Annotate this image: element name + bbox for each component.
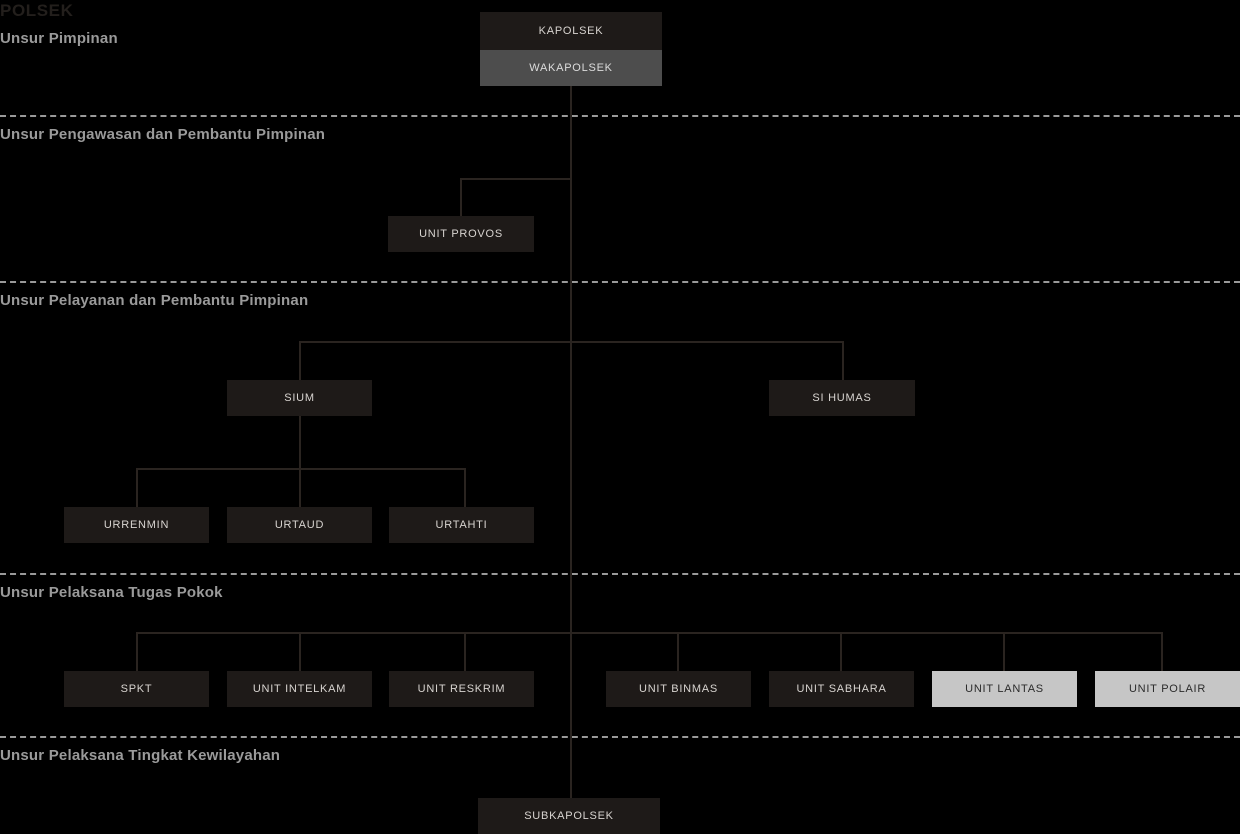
node-unit-sabhara[interactable]: UNIT SABHARA [769, 671, 914, 707]
connector-urtahti-drop [464, 468, 466, 507]
connector-sium-drop [299, 341, 301, 380]
node-si-humas[interactable]: SI HUMAS [769, 380, 915, 416]
connector-ur-bus [136, 468, 466, 470]
connector-urtaud-drop [299, 468, 301, 507]
connector-pelaksana-bus [136, 632, 1163, 634]
connector-binmas-drop [677, 632, 679, 671]
section-divider-4 [0, 736, 1240, 738]
section-divider-3 [0, 573, 1240, 575]
connector-urrenmin-drop [136, 468, 138, 507]
connector-sihumas-drop [842, 341, 844, 380]
node-unit-binmas[interactable]: UNIT BINMAS [606, 671, 751, 707]
connector-intelkam-drop [299, 632, 301, 671]
node-wakapolsek[interactable]: WAKAPOLSEK [480, 50, 662, 86]
node-unit-reskrim[interactable]: UNIT RESKRIM [389, 671, 534, 707]
connector-provos-drop [460, 178, 462, 216]
section-divider-1 [0, 115, 1240, 117]
page-title: POLSEK [0, 1, 74, 20]
connector-lantas-drop [1003, 632, 1005, 671]
connector-sium-humas-bus [299, 341, 844, 343]
connector-provos-horizontal [460, 178, 572, 180]
connector-main-trunk [570, 86, 572, 798]
connector-sabhara-drop [840, 632, 842, 671]
connector-sium-stem [299, 415, 301, 469]
connector-reskrim-drop [464, 632, 466, 671]
node-subkapolsek[interactable]: SUBKAPOLSEK [478, 798, 660, 834]
section-divider-2 [0, 281, 1240, 283]
node-unit-intelkam[interactable]: UNIT INTELKAM [227, 671, 372, 707]
connector-polair-drop [1161, 632, 1163, 671]
section-label-unsur-pelaksana: Unsur Pelaksana Tugas Pokok [0, 584, 223, 601]
node-urtahti[interactable]: URTAHTI [389, 507, 534, 543]
node-unit-provos[interactable]: UNIT PROVOS [388, 216, 534, 252]
node-unit-polair[interactable]: UNIT POLAIR [1095, 671, 1240, 707]
connector-spkt-drop [136, 632, 138, 671]
node-sium[interactable]: SIUM [227, 380, 372, 416]
section-label-unsur-kewilayahan: Unsur Pelaksana Tingkat Kewilayahan [0, 747, 281, 764]
section-label-unsur-pengawasan: Unsur Pengawasan dan Pembantu Pimpinan [0, 126, 326, 143]
node-unit-lantas[interactable]: UNIT LANTAS [932, 671, 1077, 707]
section-label-unsur-pimpinan: Unsur Pimpinan [0, 30, 118, 47]
node-kapolsek[interactable]: KAPOLSEK [480, 12, 662, 50]
node-urtaud[interactable]: URTAUD [227, 507, 372, 543]
section-label-unsur-pelayanan: Unsur Pelayanan dan Pembantu Pimpinan [0, 292, 309, 309]
node-urrenmin[interactable]: URRENMIN [64, 507, 209, 543]
node-spkt[interactable]: SPKT [64, 671, 209, 707]
